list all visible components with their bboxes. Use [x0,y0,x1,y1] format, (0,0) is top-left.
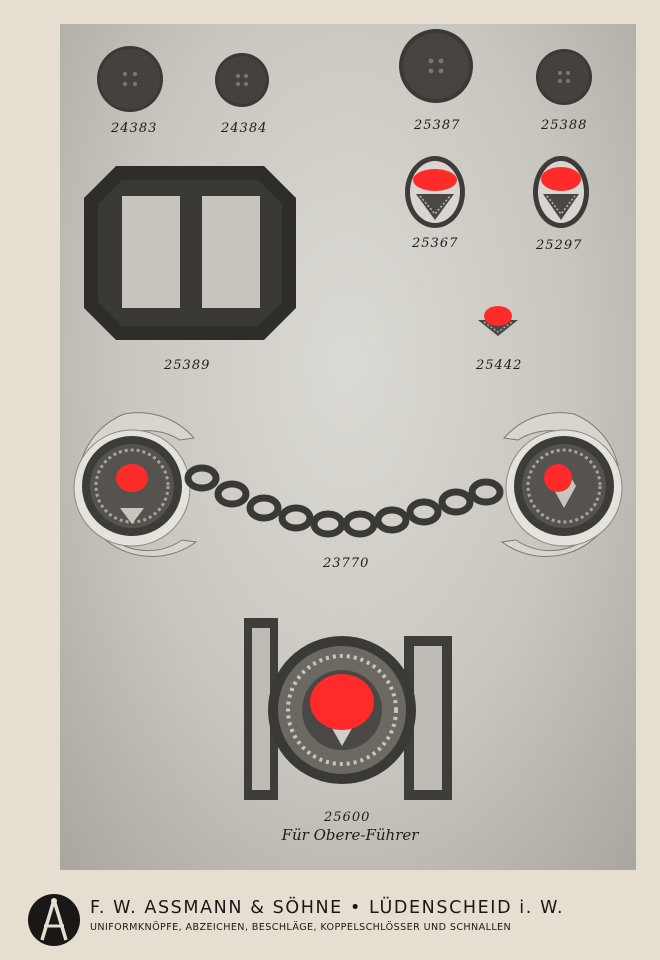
censor-mark [541,167,581,191]
button-24383 [97,46,163,112]
item-number: 25367 [412,236,459,251]
belt-buckle-25600 [244,618,452,800]
item-number: 25389 [164,358,211,373]
firm-name: F. W. ASSMANN & SÖHNE • LÜDENSCHEID i. W… [90,898,565,918]
item-number: 23770 [323,556,370,571]
button-25387 [399,29,473,103]
button-24384 [215,53,269,107]
item-number: 25600 [324,810,371,825]
footer [0,878,660,960]
firm-tagline: UNIFORMKNÖPFE, ABZEICHEN, BESCHLÄGE, KOP… [90,922,512,933]
item-number: 25297 [536,238,583,253]
item-number: 24384 [221,121,268,136]
censor-mark [116,464,148,492]
pin-25442 [478,306,518,336]
censor-mark [544,464,572,492]
compass-logo-icon [28,894,80,946]
slide-buckle-25389 [84,166,296,340]
item-number: 25388 [541,118,588,133]
button-25388 [536,49,592,105]
censor-mark [484,306,512,326]
badge-25297 [533,156,589,228]
buckle-caption: Für Obere-Führer [281,826,419,844]
item-number: 25442 [476,358,523,373]
item-number: 24383 [111,121,158,136]
item-number: 25387 [414,118,461,133]
censor-mark [413,169,457,191]
badge-25367 [405,156,465,228]
cape-clasp-23770 [73,412,623,557]
censor-mark [310,674,374,730]
